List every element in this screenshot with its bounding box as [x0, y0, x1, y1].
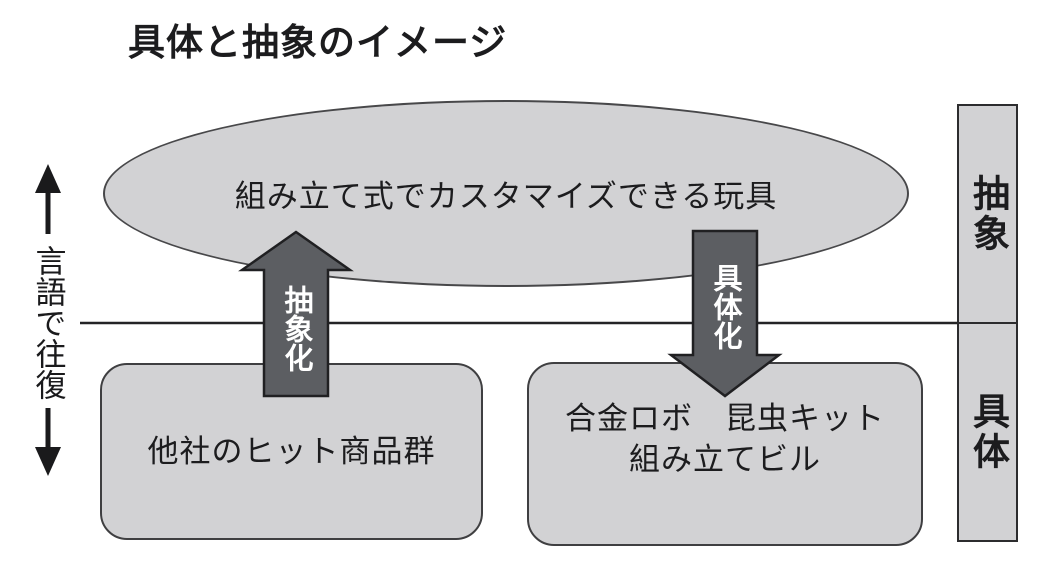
concretization-arrow-label: 具体化	[709, 262, 741, 350]
page-title: 具体と抽象のイメージ	[128, 22, 508, 63]
concrete-box-products: 合金ロボ 昆虫キット 組み立てビル	[527, 362, 923, 546]
abstract-concept-ellipse: 組み立て式でカスタマイズできる玩具	[103, 100, 909, 287]
abstraction-arrow-label: 抽象化	[280, 284, 312, 372]
concrete-box-left-label: 他社のヒット商品群	[147, 434, 436, 469]
axis-abstract-label: 抽象	[959, 106, 1016, 324]
abstraction-axis-bar: 抽象 具体	[957, 104, 1018, 542]
language-roundtrip-label: 言語で往復	[30, 244, 66, 400]
abstract-concept-label: 組み立て式でカスタマイズできる玩具	[234, 179, 778, 214]
axis-concrete-label: 具体	[967, 392, 1009, 472]
concrete-box-right-line2: 組み立てビル	[629, 442, 821, 477]
concrete-box-right-label: 合金ロボ 昆虫キット 組み立てビル	[565, 398, 885, 480]
concrete-box-right-line1: 合金ロボ 昆虫キット	[565, 401, 885, 436]
